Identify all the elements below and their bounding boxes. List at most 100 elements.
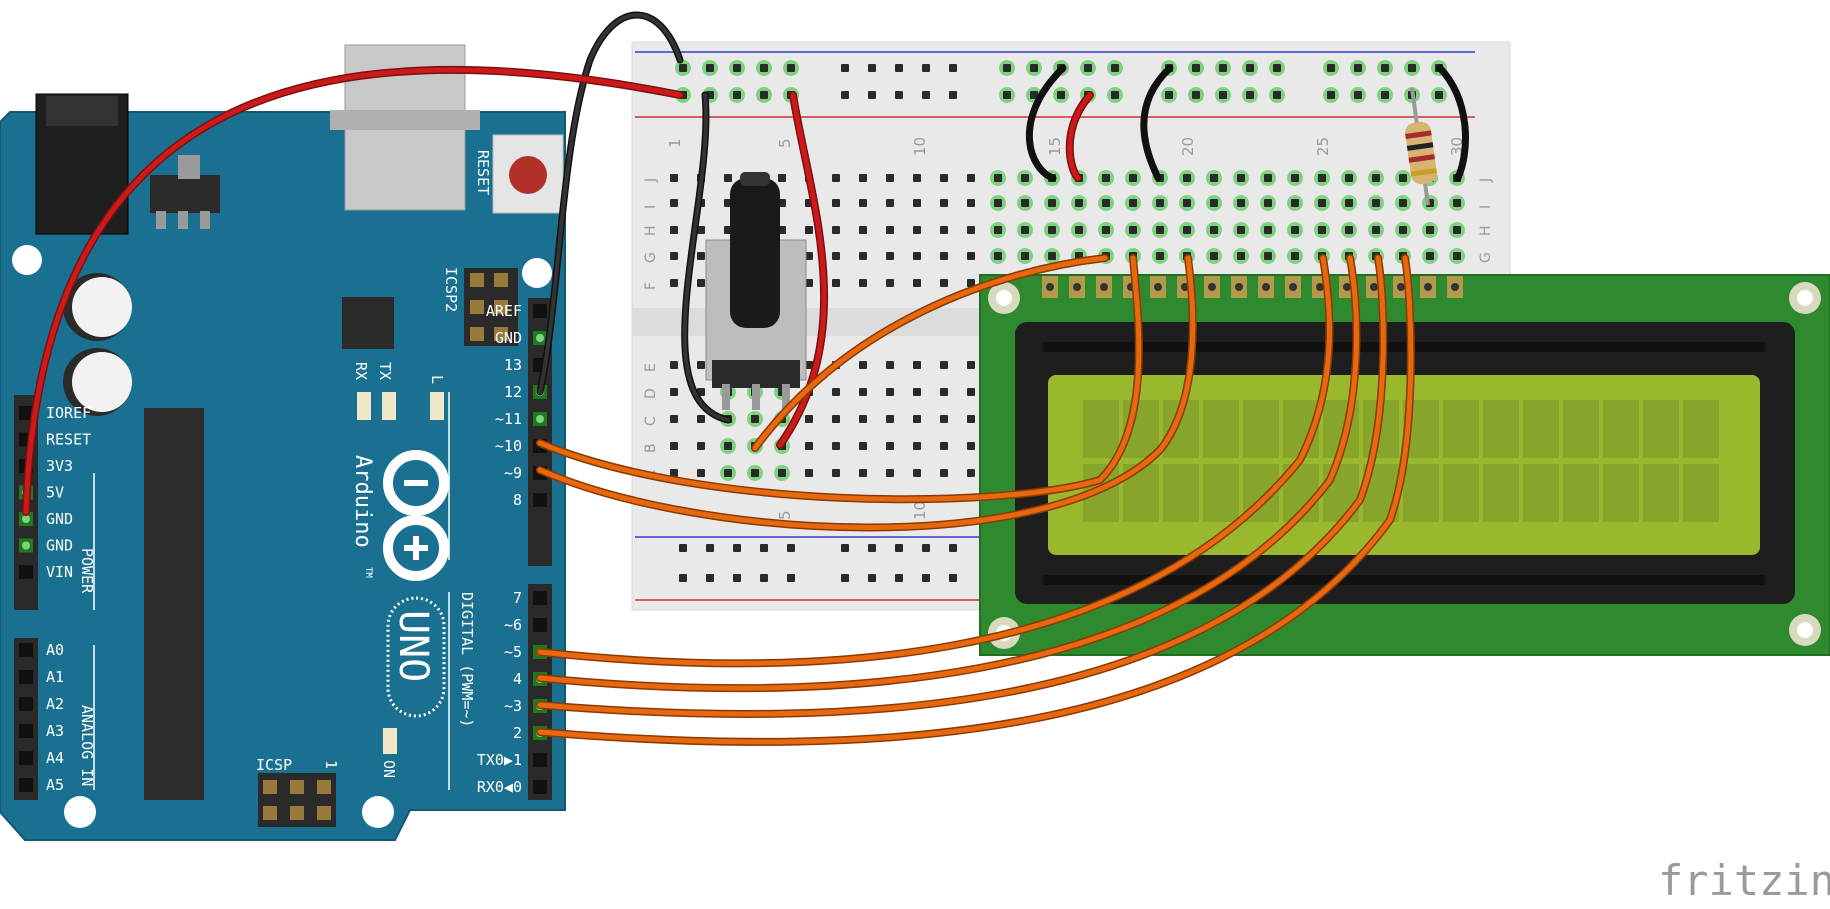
breadboard-hole [697, 279, 705, 287]
breadboard-hole [841, 574, 849, 582]
breadboard-hole [729, 60, 745, 76]
breadboard-hole [1395, 222, 1411, 238]
power-pin-label: IOREF [46, 404, 91, 422]
jumper-black-2 [1140, 64, 1174, 182]
bb-col-10: 10 [911, 137, 929, 156]
breadboard-hole [1350, 60, 1366, 76]
breadboard-holes [670, 60, 1465, 582]
lcd-pin [1231, 276, 1247, 298]
breadboard-hole [720, 465, 736, 481]
breadboard-hole [913, 415, 921, 423]
breadboard-hole [967, 388, 975, 396]
breadboard-row-letters: J I H G F E D C B A J I H G [643, 178, 1494, 480]
breadboard-hole [886, 252, 894, 260]
breadboard-hole [1395, 195, 1411, 211]
bb-row-c: C [643, 416, 659, 426]
jumper-black-1 [1025, 64, 1067, 182]
lcd-char-cell [1083, 400, 1119, 458]
breadboard-hole [670, 361, 678, 369]
breadboard-hole [1269, 60, 1285, 76]
breadboard-hole [1233, 222, 1249, 238]
lcd-pin [1420, 276, 1436, 298]
breadboard-column-numbers: 1 5 10 15 20 25 30 5 10 [666, 137, 1466, 520]
lcd-pin [1042, 276, 1058, 298]
breadboard-hole [729, 87, 745, 103]
icsp-label: ICSP [256, 756, 292, 774]
breadboard-hole [967, 469, 975, 477]
breadboard-hole [1368, 170, 1384, 186]
breadboard-hole [832, 174, 840, 182]
header-pin [533, 618, 547, 632]
breadboard-hole [1044, 195, 1060, 211]
breadboard-hole [886, 469, 894, 477]
digital-pin-label: ~10 [495, 437, 522, 455]
breadboard-hole [913, 226, 921, 234]
arduino-uno-board: RESET ICSP2 RX TX L Arduin [0, 44, 566, 841]
header-pin [533, 753, 547, 767]
breadboard-hole [805, 279, 813, 287]
breadboard-hole [805, 361, 813, 369]
bb-row-b: B [643, 443, 659, 453]
breadboard-hole [787, 544, 795, 552]
breadboard-hole [940, 361, 948, 369]
bb-row-i-right: I [1478, 205, 1494, 209]
lcd-pin [1096, 276, 1112, 298]
breadboard-hole [949, 544, 957, 552]
breadboard-hole [1071, 222, 1087, 238]
breadboard-hole [1161, 87, 1177, 103]
rx-label: RX [352, 362, 370, 380]
rx-led [357, 392, 371, 420]
l-label: L [428, 375, 446, 384]
mounting-hole [362, 796, 394, 828]
breadboard-hole [859, 226, 867, 234]
breadboard-hole [1422, 222, 1438, 238]
breadboard-hole [1098, 222, 1114, 238]
breadboard-hole [940, 226, 948, 234]
breadboard-hole [747, 411, 763, 427]
breadboard-hole [1260, 222, 1276, 238]
header-pin [19, 538, 33, 553]
breadboard-hole [1242, 60, 1258, 76]
breadboard-hole [670, 174, 678, 182]
arduino-infinity-logo [383, 450, 449, 581]
breadboard-hole [702, 60, 718, 76]
breadboard-hole [679, 544, 687, 552]
bb-row-d: D [643, 388, 659, 399]
lcd-char-cell [1483, 464, 1519, 522]
breadboard-hole [697, 252, 705, 260]
breadboard-hole [841, 64, 849, 72]
breadboard-hole [697, 442, 705, 450]
icsp2-label: ICSP2 [442, 267, 460, 312]
lcd-char-cell [1603, 400, 1639, 458]
breadboard-hole [1206, 248, 1222, 264]
breadboard-hole [670, 415, 678, 423]
breadboard-hole [990, 222, 1006, 238]
lcd-char-cell [1523, 400, 1559, 458]
bb-row-h-right: H [1478, 225, 1494, 236]
breadboard-hole [832, 442, 840, 450]
breadboard-hole [1215, 60, 1231, 76]
breadboard-hole [1179, 195, 1195, 211]
breadboard-hole [1449, 248, 1465, 264]
breadboard-hole [679, 574, 687, 582]
breadboard-hole [805, 442, 813, 450]
breadboard-hole [913, 442, 921, 450]
breadboard-hole [1341, 170, 1357, 186]
breadboard-hole [940, 199, 948, 207]
digital-pin-label: ~5 [504, 643, 522, 661]
breadboard-hole [1287, 248, 1303, 264]
breadboard-hole [1323, 60, 1339, 76]
breadboard-hole [1377, 60, 1393, 76]
breadboard-hole [1053, 87, 1069, 103]
breadboard-hole [886, 174, 894, 182]
breadboard-hole [913, 361, 921, 369]
breadboard-hole [1125, 195, 1141, 211]
breadboard-hole [990, 195, 1006, 211]
reset-button[interactable] [492, 134, 564, 214]
header-pin [19, 724, 33, 738]
lcd-char-cell [1483, 400, 1519, 458]
bb-row-g-right: G [1478, 252, 1494, 263]
arduino-brand: Arduino [350, 455, 375, 548]
power-pin-label: 5V [46, 484, 64, 502]
header-pin [19, 751, 33, 765]
